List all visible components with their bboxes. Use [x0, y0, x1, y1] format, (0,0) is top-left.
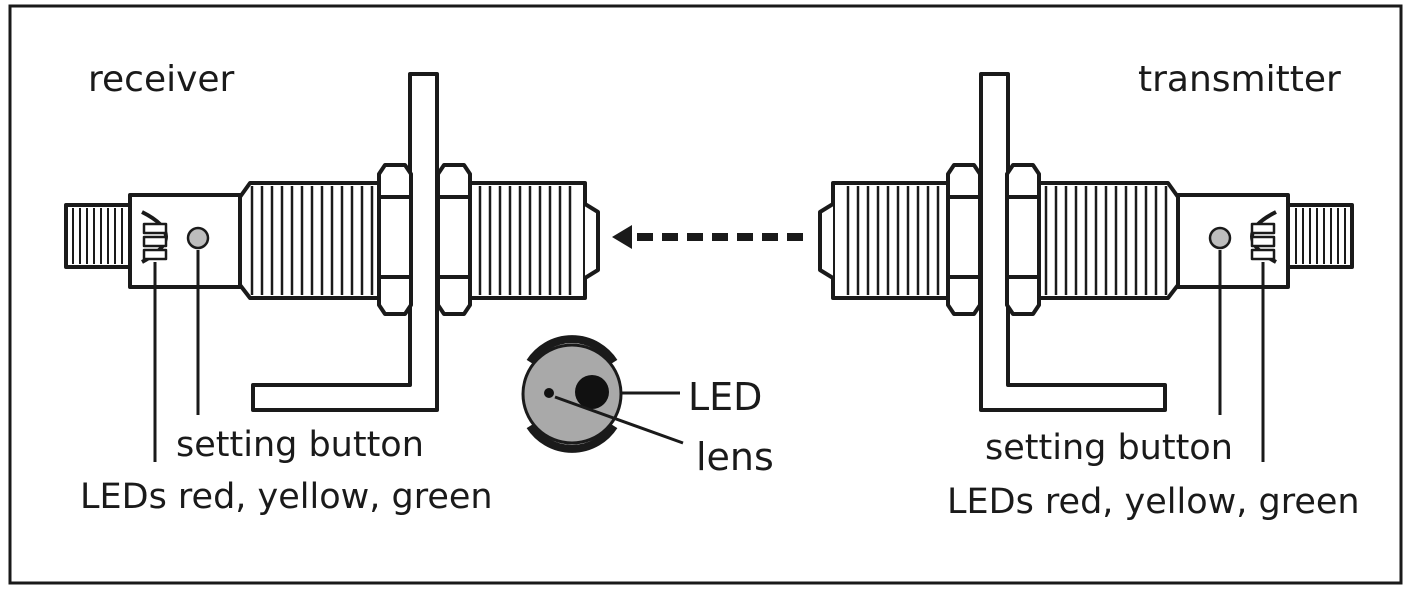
receiver-title: receiver [88, 59, 235, 100]
transmitter-leds-label: LEDs red, yellow, green [947, 482, 1360, 522]
lens-label: lens [696, 435, 774, 479]
led-label: LED [688, 375, 763, 419]
lens-dot [544, 388, 554, 398]
lens-detail [521, 335, 684, 453]
receiver-sensor [64, 72, 600, 464]
receiver-setting-button-label: setting button [176, 425, 424, 465]
led-dot [575, 375, 609, 409]
transmitter-setting-button-label: setting button [985, 428, 1233, 468]
diagram-frame [8, 4, 1403, 585]
receiver-leds-label: LEDs red, yellow, green [80, 477, 493, 517]
transmitter-sensor [818, 72, 1354, 464]
beam-arrow [612, 225, 803, 249]
transmitter-title: transmitter [1138, 59, 1341, 100]
